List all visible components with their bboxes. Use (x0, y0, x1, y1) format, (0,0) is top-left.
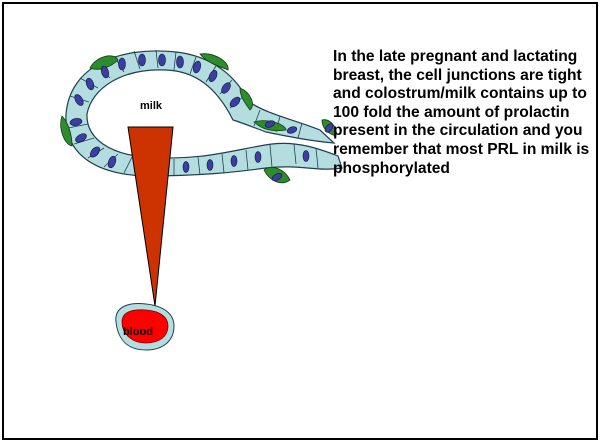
blood-label: blood (123, 326, 153, 338)
milk-label: milk (140, 100, 162, 112)
explanation-text: In the late pregnant and lactating breas… (333, 48, 591, 178)
slide: milk blood In the late pregnant and lact… (2, 2, 598, 440)
prolactin-gradient-arrow (128, 127, 173, 306)
